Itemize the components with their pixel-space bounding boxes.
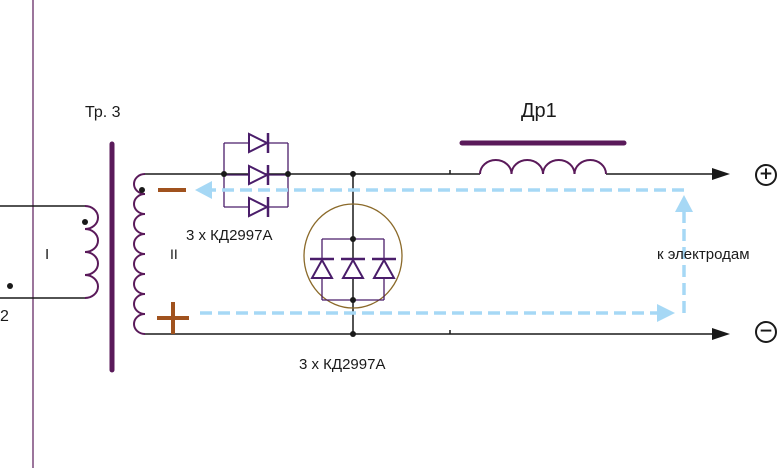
diode-symbol [370, 257, 398, 280]
diode-symbol [247, 195, 270, 219]
negative-terminal: − [755, 321, 777, 343]
plus-mark [157, 302, 189, 334]
output-arrow [712, 328, 730, 340]
primary-winding [84, 205, 99, 299]
primary-junction-dot [7, 283, 13, 289]
secondary-winding [133, 173, 146, 335]
junction-dot [350, 171, 356, 177]
highlight-ellipse [303, 203, 403, 309]
diode-bank-top [221, 131, 291, 219]
flow-arrow [675, 195, 693, 212]
left-partial-label: 2 [0, 308, 9, 325]
transformer-label: Тр. 3 [85, 104, 121, 121]
primary-phase-dot [82, 219, 88, 225]
diodes-bottom-label: 3 х КД2997А [299, 356, 386, 373]
secondary-phase-dot [139, 187, 145, 193]
diode-symbol [247, 163, 270, 187]
output-arrow [712, 168, 730, 180]
flow-arrow [195, 181, 212, 199]
positive-terminal: + [755, 164, 777, 186]
main-wires [145, 170, 714, 335]
flow-arrow [657, 304, 675, 322]
electrodes-label: к электродам [657, 246, 750, 263]
choke-label: Др1 [521, 100, 557, 122]
diode-symbol [308, 257, 336, 280]
diodes-top-label: 3 х КД2997А [186, 227, 273, 244]
primary-winding-label: I [45, 246, 50, 263]
diode-symbol [339, 257, 367, 280]
diode-bank-bottom [303, 203, 403, 309]
choke-inductor [459, 140, 627, 175]
secondary-winding-label: II [170, 246, 178, 262]
current-flow-path [200, 188, 686, 315]
primary-circuit [0, 205, 85, 299]
junction-dot [350, 331, 356, 337]
diode-symbol [247, 131, 270, 155]
